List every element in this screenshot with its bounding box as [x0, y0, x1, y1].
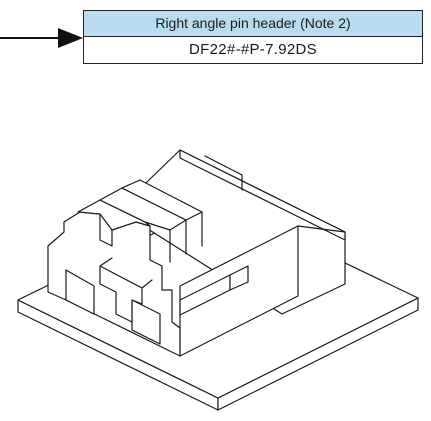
callout-part-number: DF22#-#P-7.92DS — [84, 37, 422, 63]
housing-step-detail — [179, 265, 249, 316]
latch-block — [77, 179, 203, 263]
callout-header: Right angle pin header (Note 2) — [84, 11, 422, 37]
callout-label: Right angle pin header (Note 2) DF22#-#P… — [83, 10, 423, 64]
center-contact-pin — [99, 257, 153, 323]
arrow-right-icon — [0, 28, 83, 48]
